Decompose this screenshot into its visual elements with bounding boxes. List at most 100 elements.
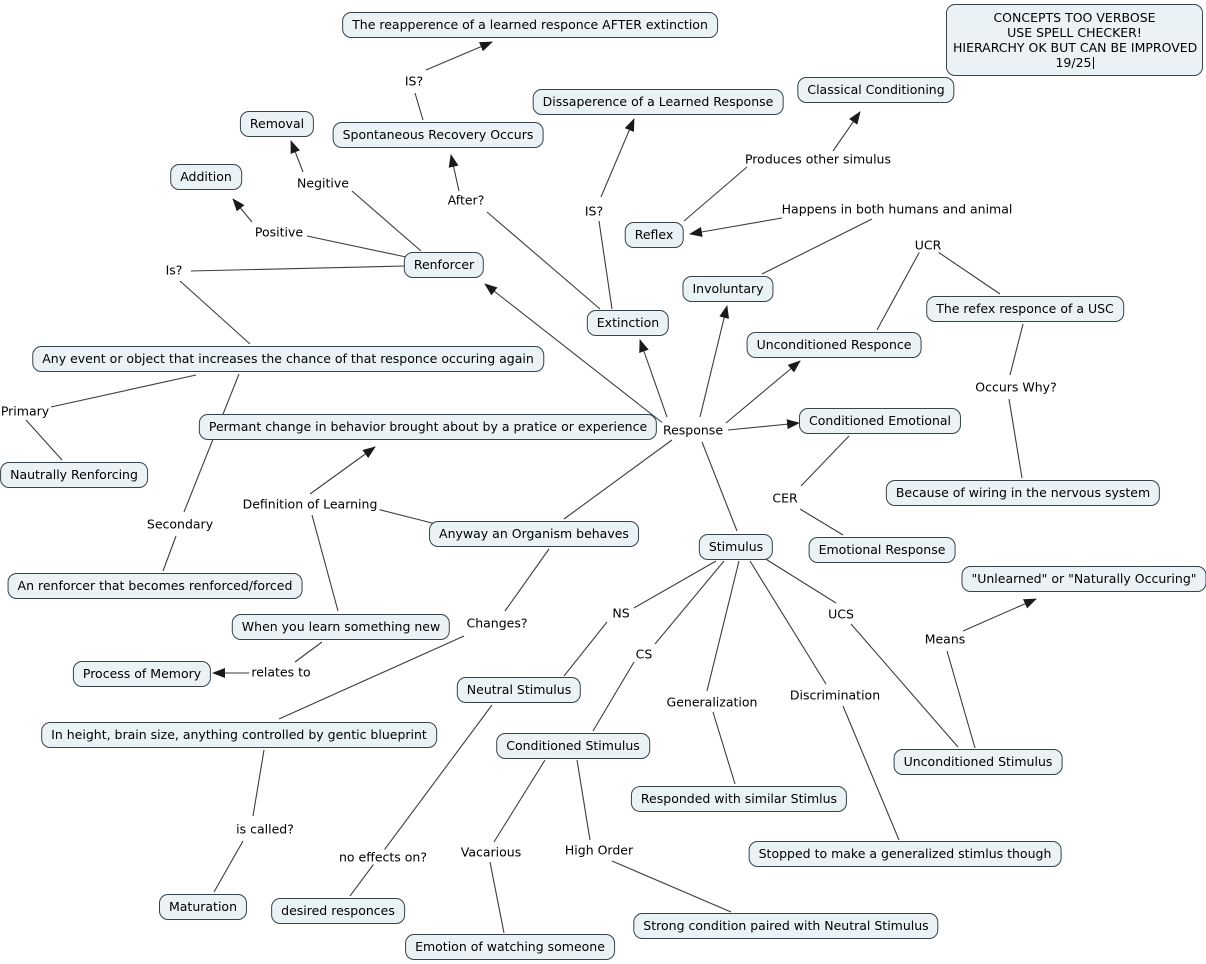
edge-label-ucs[interactable]: UCS xyxy=(826,606,856,622)
edge-label-relates-to[interactable]: relates to xyxy=(249,664,313,680)
edge-extinction-to-spontaneous xyxy=(448,154,601,310)
edge-stimulus-to-conditioned-stimulus xyxy=(592,560,725,732)
edge-definition-to-permanent-change xyxy=(309,446,376,495)
node-conditioned-emotional[interactable]: Conditioned Emotional xyxy=(798,408,962,434)
edge-label-is-called[interactable]: is called? xyxy=(234,821,296,837)
edge-ucr-to-reflex-responce xyxy=(937,251,1001,295)
node-responded-similar[interactable]: Responded with similar Stimlus xyxy=(630,786,848,812)
edge-label-after[interactable]: After? xyxy=(445,192,487,208)
node-renforcer[interactable]: Renforcer xyxy=(403,252,485,278)
node-desired-responces[interactable]: desired responces xyxy=(271,898,405,924)
node-emotional-response[interactable]: Emotional Response xyxy=(808,537,956,563)
edge-label-is-top[interactable]: IS? xyxy=(402,73,426,89)
edge-definition-to-when-you-learn xyxy=(311,514,339,612)
node-in-height[interactable]: In height, brain size, anything controll… xyxy=(41,722,437,748)
node-wiring-nervous-system[interactable]: Because of wiring in the nervous system xyxy=(885,480,1161,506)
edge-extinction-to-disappearance xyxy=(598,118,635,310)
edge-response-to-conditioned-emotional xyxy=(727,419,800,431)
edge-stimulus-to-neutral-stimulus xyxy=(563,560,717,677)
node-conditioned-stimulus[interactable]: Conditioned Stimulus xyxy=(496,733,650,759)
edge-label-cer[interactable]: CER xyxy=(770,490,800,506)
edge-label-secondary[interactable]: Secondary xyxy=(144,516,216,532)
edge-response-to-extinction xyxy=(639,339,668,418)
edge-label-happens-both[interactable]: Happens in both humans and animal xyxy=(779,201,1015,217)
node-maturation[interactable]: Maturation xyxy=(158,894,248,920)
edge-label-occurs-why[interactable]: Occurs Why? xyxy=(973,379,1059,395)
edge-in-height-to-maturation xyxy=(213,749,265,893)
edge-renforcer-to-any-event xyxy=(179,265,406,345)
node-when-you-learn[interactable]: When you learn something new xyxy=(231,614,451,640)
edge-unconditioned-stimulus-to-unlearned xyxy=(946,598,1037,749)
edge-stimulus-to-responded-similar xyxy=(706,560,740,785)
annotation-line-2: USE SPELL CHECKER! xyxy=(1007,25,1142,40)
node-removal[interactable]: Removal xyxy=(239,111,315,137)
edge-label-vacarious[interactable]: Vacarious xyxy=(458,844,524,860)
node-extinction[interactable]: Extinction xyxy=(586,310,670,336)
node-stopped-generalized[interactable]: Stopped to make a generalized stimlus th… xyxy=(748,841,1062,867)
node-process-of-memory[interactable]: Process of Memory xyxy=(72,661,212,687)
node-anyway-organism[interactable]: Anyway an Organism behaves xyxy=(429,521,639,547)
node-unlearned[interactable]: "Unlearned" or "Naturally Occuring" xyxy=(961,566,1206,592)
node-classical-conditioning[interactable]: Classical Conditioning xyxy=(797,77,955,103)
edge-label-generalization[interactable]: Generalization xyxy=(664,694,760,710)
node-unconditioned-stimulus[interactable]: Unconditioned Stimulus xyxy=(893,749,1063,775)
node-reflex-responce-usc[interactable]: The refex responce of a USC xyxy=(926,296,1124,322)
node-stimulus[interactable]: Stimulus xyxy=(698,534,774,560)
edge-label-response[interactable]: Response xyxy=(660,422,726,438)
edge-anyway-organism-to-in-height xyxy=(278,548,550,720)
edge-label-definition-learning[interactable]: Definition of Learning xyxy=(240,496,380,512)
node-unconditioned-responce[interactable]: Unconditioned Responce xyxy=(746,332,922,358)
edge-any-event-to-renforcer-forced xyxy=(162,373,240,572)
node-naturally-renforcing[interactable]: Nautrally Renforcing xyxy=(0,462,148,488)
edge-any-event-to-naturally-renforcing xyxy=(25,374,197,461)
edge-conditioned-emotional-to-emotional-response xyxy=(799,435,850,536)
node-addition[interactable]: Addition xyxy=(170,164,242,190)
edge-label-high-order[interactable]: High Order xyxy=(562,842,636,858)
edge-renforcer-to-addition xyxy=(232,198,407,258)
edge-label-ucr[interactable]: UCR xyxy=(912,237,944,253)
edge-label-produces-other[interactable]: Produces other simulus xyxy=(742,151,894,167)
edge-label-changes[interactable]: Changes? xyxy=(464,615,530,631)
edge-label-primary[interactable]: Primary xyxy=(0,403,52,419)
edge-label-positive[interactable]: Positive xyxy=(252,224,306,240)
node-reappearance[interactable]: The reapperence of a learned responce AF… xyxy=(342,12,718,38)
edge-definition-to-anyway-organism xyxy=(376,508,437,525)
edge-stimulus-to-unconditioned-stimulus xyxy=(763,557,959,748)
edge-response-to-anyway-organism xyxy=(563,439,673,520)
annotation-score: 19/25 xyxy=(1055,55,1092,70)
edge-reflex-responce-to-wiring xyxy=(1008,323,1024,479)
edge-label-cs[interactable]: CS xyxy=(633,646,655,662)
edge-response-to-unconditioned-responce xyxy=(725,360,801,424)
node-any-event[interactable]: Any event or object that increases the c… xyxy=(32,346,544,372)
node-strong-condition[interactable]: Strong condition paired with Neutral Sti… xyxy=(633,913,939,939)
edge-response-to-involuntary xyxy=(699,305,730,418)
edge-label-means[interactable]: Means xyxy=(922,631,968,647)
node-renforcer-forced[interactable]: An renforcer that becomes renforced/forc… xyxy=(7,573,303,599)
node-emotion-watching[interactable]: Emotion of watching someone xyxy=(405,934,615,960)
node-reflex[interactable]: Reflex xyxy=(624,222,684,248)
edge-conditioned-stimulus-to-strong-condition xyxy=(576,759,732,913)
node-neutral-stimulus[interactable]: Neutral Stimulus xyxy=(456,677,582,703)
annotation-line-4: 19/25 xyxy=(953,55,1196,70)
edge-label-no-effects[interactable]: no effects on? xyxy=(336,849,430,865)
edge-label-discrimination[interactable]: Discrimination xyxy=(787,687,883,703)
edge-stimulus-to-stopped-generalized xyxy=(749,560,900,841)
annotation-line-3: HIERARCHY OK BUT CAN BE IMPROVED xyxy=(953,40,1198,55)
text-cursor xyxy=(1092,57,1094,69)
node-involuntary[interactable]: Involuntary xyxy=(682,276,774,302)
edge-response-to-stimulus xyxy=(701,441,738,532)
annotation-comment-box[interactable]: CONCEPTS TOO VERBOSE USE SPELL CHECKER! … xyxy=(946,4,1203,76)
edge-label-is-mid[interactable]: IS? xyxy=(582,203,606,219)
edge-spontaneous-to-reappearance xyxy=(414,41,493,121)
edge-label-ns[interactable]: NS xyxy=(610,605,632,621)
node-disappearance[interactable]: Dissaperence of a Learned Response xyxy=(532,89,784,115)
node-spontaneous-recovery[interactable]: Spontaneous Recovery Occurs xyxy=(332,122,544,148)
edge-response-to-renforcer xyxy=(484,283,665,425)
edge-label-negitive[interactable]: Negitive xyxy=(295,175,351,191)
node-permanent-change[interactable]: Permant change in behavior brought about… xyxy=(198,414,658,440)
edge-reflex-to-classical xyxy=(683,111,861,222)
edge-label-is-left[interactable]: Is? xyxy=(163,262,185,278)
annotation-line-1: CONCEPTS TOO VERBOSE xyxy=(993,10,1156,25)
